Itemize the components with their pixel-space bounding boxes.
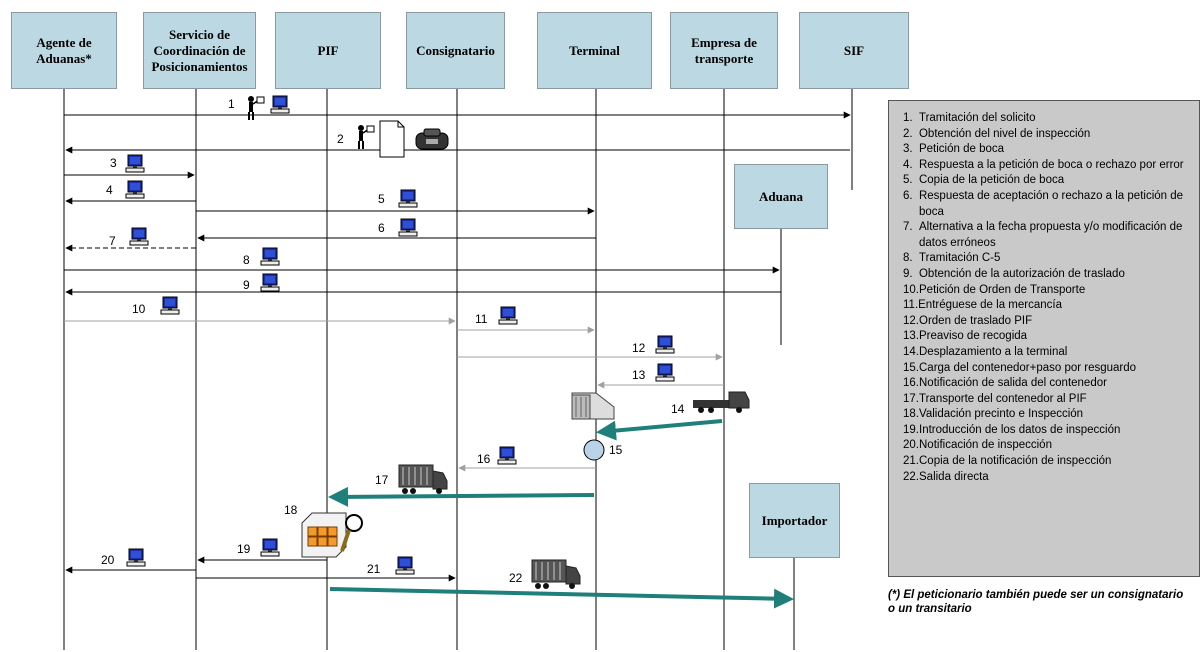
computer-icon xyxy=(260,538,280,557)
computer-icon xyxy=(655,363,675,382)
legend-item: 17.Transporte del contenedor al PIF xyxy=(903,392,1087,405)
legend-item: 20.Notificación de inspección xyxy=(903,439,1052,452)
step-label: 1 xyxy=(228,97,235,111)
step-label: 8 xyxy=(243,253,250,267)
actor-terminal: Terminal xyxy=(537,12,652,89)
lifelines xyxy=(63,89,853,650)
legend-item: 13.Preaviso de recogida xyxy=(903,330,1028,343)
legend-item: 5. Copia de la petición de boca xyxy=(903,174,1065,187)
actor-pif: PIF xyxy=(275,12,381,89)
legend-item: 1. Tramitación del solicito xyxy=(903,112,1036,124)
legend-item: 15.Carga del contenedor+paso por resguar… xyxy=(903,361,1137,374)
actor-sif: SIF xyxy=(799,12,909,89)
step-label: 18 xyxy=(284,503,298,517)
computer-icon xyxy=(160,296,180,315)
computer-icon xyxy=(497,446,517,465)
document-icon xyxy=(379,120,405,158)
legend-item: 9. Obtención de la autorización de trasl… xyxy=(903,267,1125,280)
legend-panel: 1. Tramitación del solicito 2. Obtención… xyxy=(888,100,1200,577)
step-label: 22 xyxy=(509,571,523,585)
legend-item: 6. Respuesta de aceptación o rechazo a l… xyxy=(903,189,1184,218)
person-icon xyxy=(357,124,375,150)
computer-icon xyxy=(498,306,518,325)
step-label: 17 xyxy=(375,473,389,487)
computer-icon xyxy=(125,180,145,199)
step-label: 13 xyxy=(632,368,646,382)
step-label: 15 xyxy=(609,443,623,457)
step-label: 7 xyxy=(109,234,116,248)
actor-aduana: Aduana xyxy=(734,164,828,229)
legend-item: 8. Tramitación C-5 xyxy=(903,252,1001,265)
checkpoint-circle-icon xyxy=(583,439,605,461)
legend-item: 2. Obtención del nivel de inspección xyxy=(903,127,1091,140)
legend-item: 11.Entréguese de la mercancía xyxy=(903,299,1062,312)
actor-servicio-coordinacion: Servicio de Coordinación de Posicionamie… xyxy=(143,12,256,89)
computer-icon xyxy=(395,556,415,575)
step-labels: 1 2 3 4 5 6 7 8 9 10 11 12 13 14 15 16 1… xyxy=(101,97,685,585)
person-icon xyxy=(247,95,265,121)
legend-item: 19.Introducción de los datos de inspecci… xyxy=(903,423,1121,436)
computer-icon xyxy=(655,335,675,354)
actor-importador: Importador xyxy=(749,483,840,558)
legend-item: 10.Petición de Orden de Transporte xyxy=(903,283,1086,296)
step-label: 19 xyxy=(237,542,251,556)
legend-item: 18.Validación precinto e Inspección xyxy=(903,408,1084,421)
message-arrows xyxy=(64,111,851,609)
legend-item: 16.Notificación de salida del contenedor xyxy=(903,377,1107,390)
icons xyxy=(125,95,750,590)
truck-icon xyxy=(693,391,750,413)
step-label: 21 xyxy=(367,562,381,576)
computer-icon xyxy=(260,273,280,292)
computer-icon xyxy=(129,227,149,246)
step-label: 4 xyxy=(106,183,113,197)
actor-agente-aduanas: Agente de Aduanas* xyxy=(11,12,117,89)
container-icon xyxy=(571,392,615,420)
truck-icon xyxy=(398,464,448,495)
legend-item: 3. Petición de boca xyxy=(903,143,1005,156)
computer-icon xyxy=(398,218,418,237)
step-label: 20 xyxy=(101,553,115,567)
step-label: 9 xyxy=(243,278,250,292)
computer-icon xyxy=(398,189,418,208)
step-label: 2 xyxy=(337,132,344,146)
step-label: 12 xyxy=(632,341,646,355)
arrow-step-22 xyxy=(329,587,794,609)
legend-item: 12.Orden de traslado PIF xyxy=(903,314,1033,327)
legend-list: 1. Tramitación del solicito 2. Obtención… xyxy=(903,111,1195,485)
step-label: 6 xyxy=(378,221,385,235)
inspection-icon xyxy=(301,512,363,558)
actor-consignatario: Consignatario xyxy=(406,12,505,89)
computer-icon xyxy=(270,95,290,114)
step-label: 10 xyxy=(132,302,146,316)
actor-empresa-transporte: Empresa de transporte xyxy=(670,12,778,89)
computer-icon xyxy=(260,247,280,266)
footnote: (*) El peticionario también puede ser un… xyxy=(888,589,1184,615)
step-label: 11 xyxy=(475,312,488,326)
truck-icon xyxy=(531,559,581,590)
step-label: 5 xyxy=(378,192,385,206)
step-label: 16 xyxy=(477,452,491,466)
legend-item: 4. Respuesta a la petición de boca o rec… xyxy=(903,158,1184,171)
step-label: 3 xyxy=(110,156,117,170)
legend-item: 21.Copia de la notificación de inspecció… xyxy=(903,455,1112,468)
arrow-step-17 xyxy=(328,486,595,507)
legend-item: 22.Salida directa xyxy=(903,470,989,483)
computer-icon xyxy=(125,154,145,173)
step-label: 14 xyxy=(671,402,685,416)
arrow-step-14 xyxy=(596,419,723,441)
legend-item: 7. Alternativa a la fecha propuesta y/o … xyxy=(903,221,1183,249)
phone-icon xyxy=(415,128,449,150)
computer-icon xyxy=(126,548,146,567)
legend-item: 14.Desplazamiento a la terminal xyxy=(903,345,1068,358)
